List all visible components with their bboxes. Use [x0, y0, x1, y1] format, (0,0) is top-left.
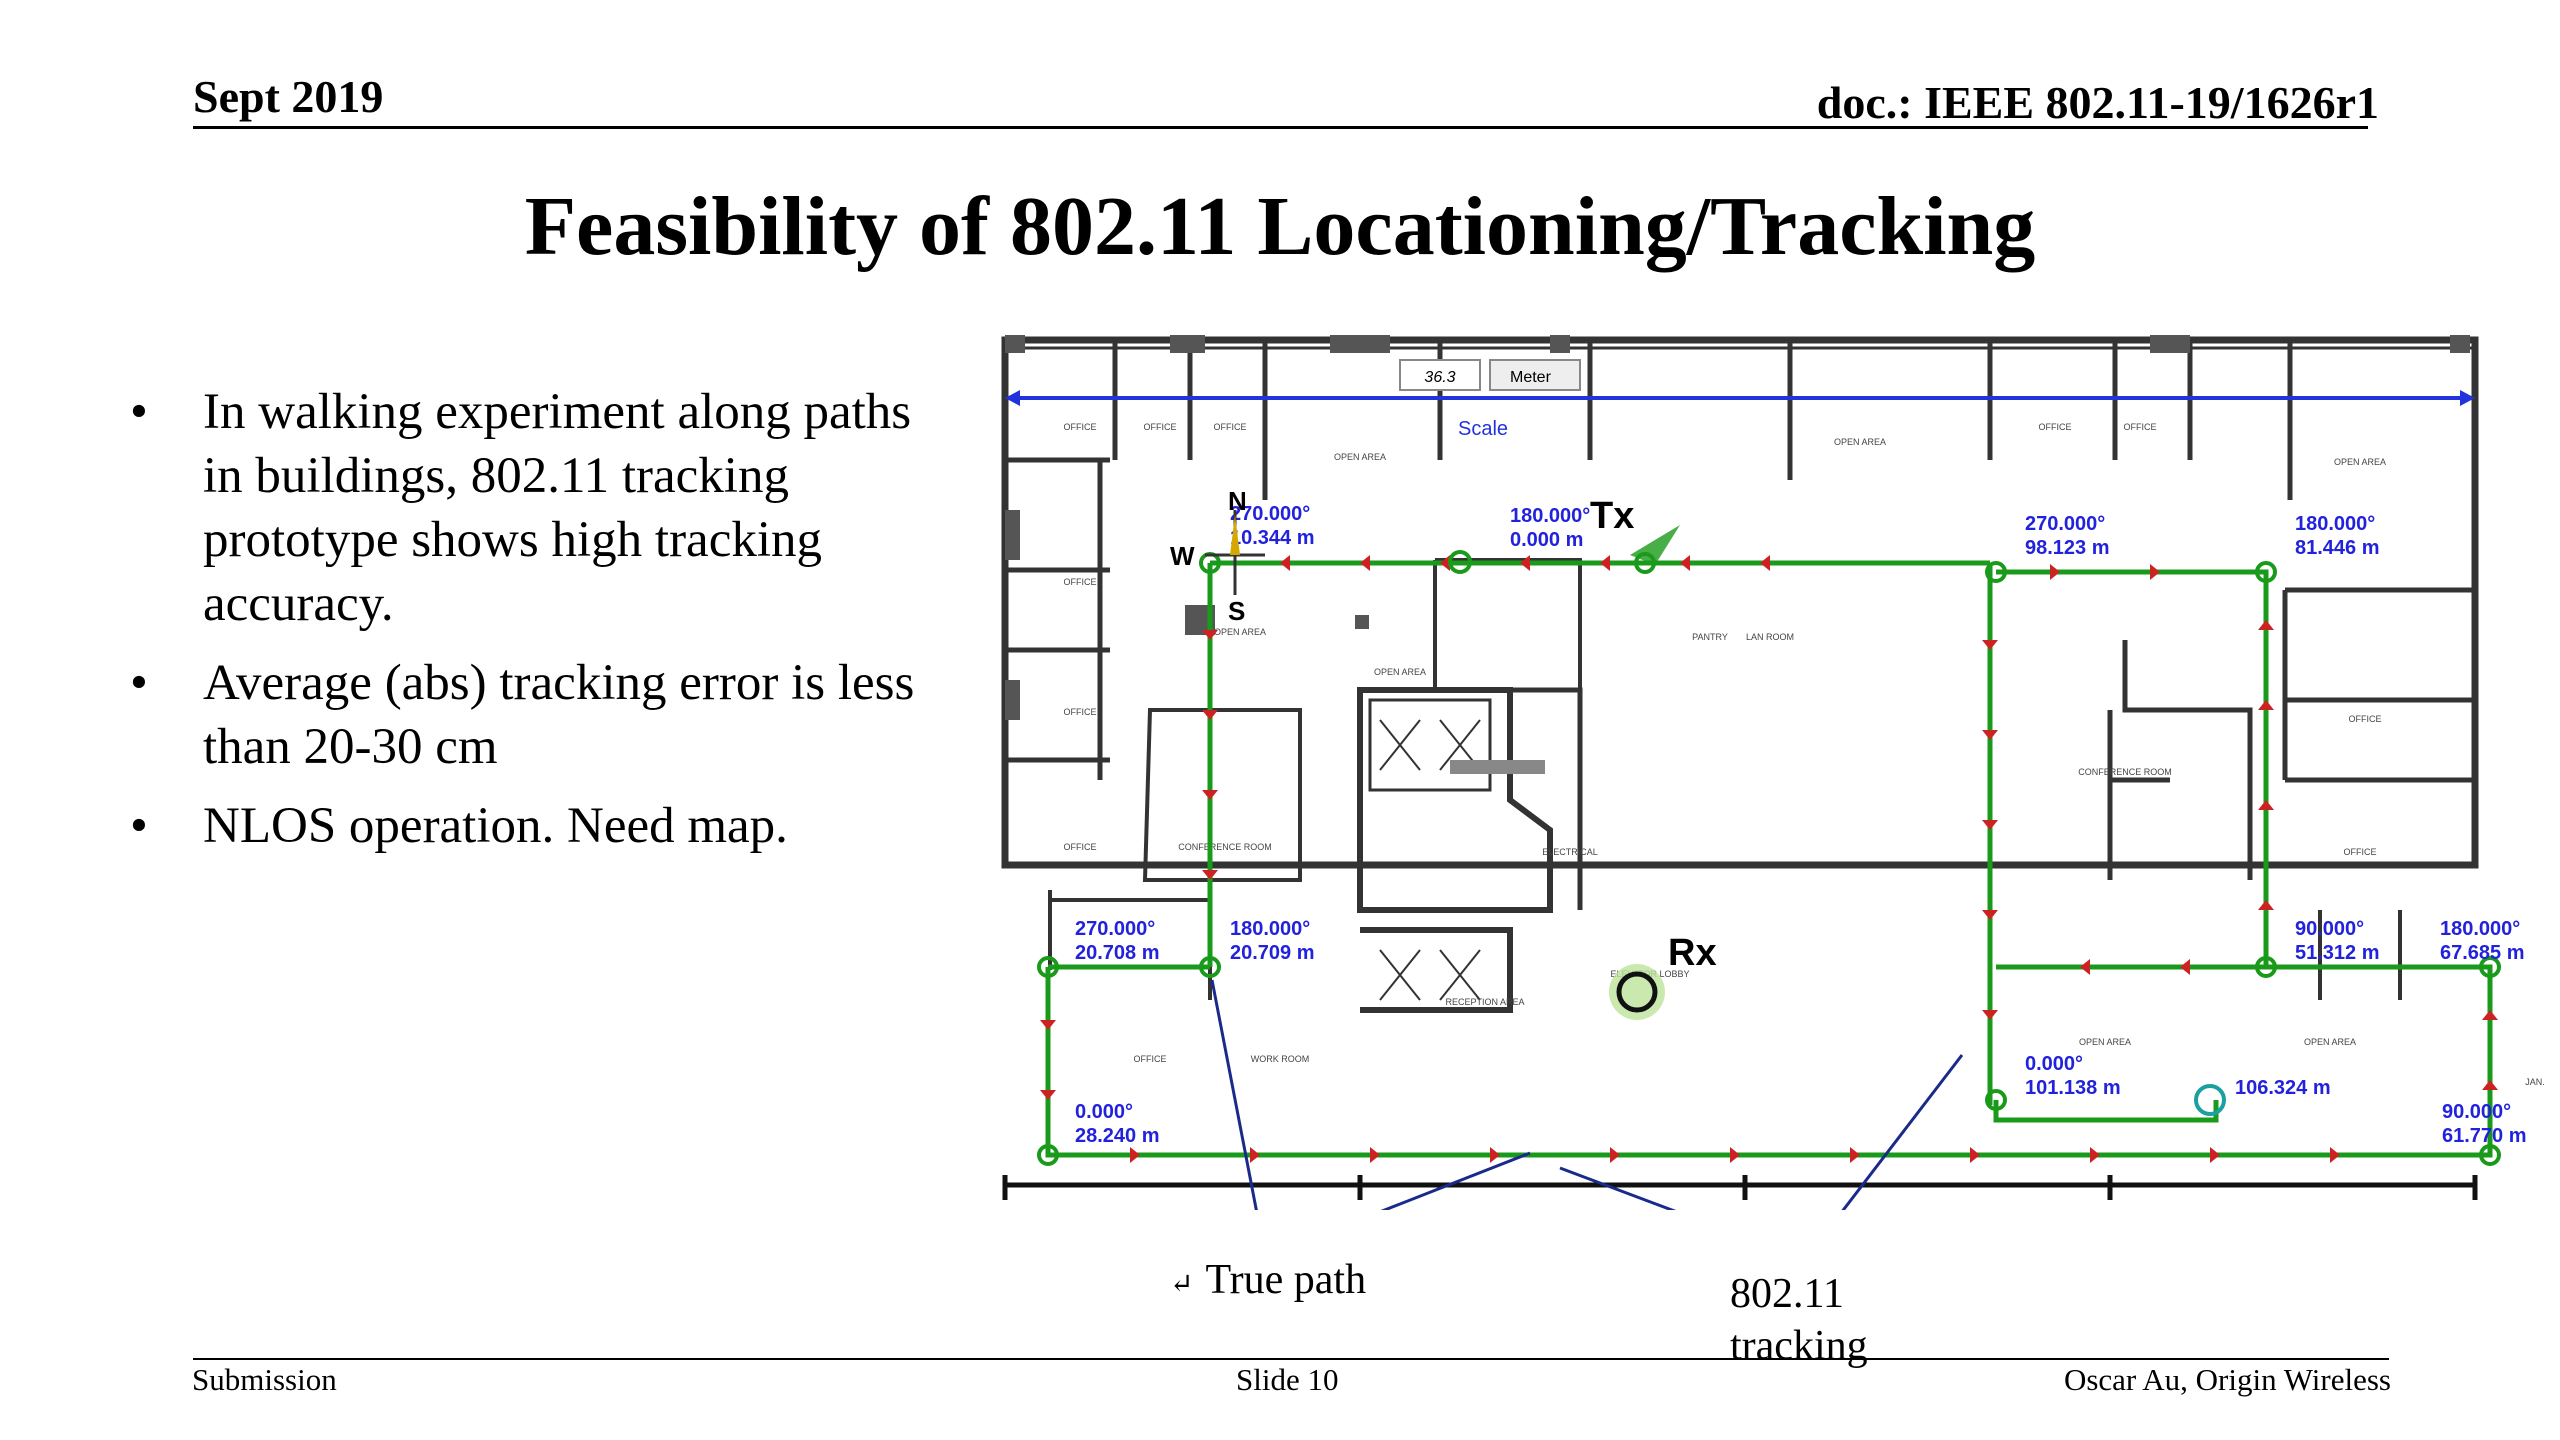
- footer-submission: Submission: [192, 1362, 337, 1397]
- svg-text:OFFICE: OFFICE: [1064, 707, 1097, 717]
- svg-text:OFFICE: OFFICE: [2039, 422, 2072, 432]
- tx-marker: Tx: [1590, 495, 1680, 574]
- bullet-item: • NLOS operation. Need map.: [130, 794, 960, 858]
- bullet-text: NLOS operation. Need map.: [203, 798, 788, 854]
- svg-text:90.000°: 90.000°: [2442, 1101, 2511, 1123]
- svg-text:28.240 m: 28.240 m: [1075, 1125, 1160, 1147]
- waypoint-labels: 270.000°10.344 m 180.000°0.000 m 270.000…: [1075, 503, 2527, 1147]
- footer-rule: [193, 1358, 2389, 1360]
- svg-text:270.000°: 270.000°: [2025, 513, 2105, 535]
- compass-n: N: [1228, 486, 1247, 516]
- svg-text:OPEN AREA: OPEN AREA: [2304, 1037, 2356, 1047]
- svg-text:61.770 m: 61.770 m: [2442, 1125, 2527, 1147]
- svg-text:67.685 m: 67.685 m: [2440, 942, 2525, 964]
- tracked-path-arrows: [1040, 555, 2498, 1163]
- svg-text:98.123 m: 98.123 m: [2025, 537, 2110, 559]
- svg-text:OFFICE: OFFICE: [1064, 422, 1097, 432]
- svg-text:OFFICE: OFFICE: [2349, 714, 2382, 724]
- svg-text:OFFICE: OFFICE: [1134, 1054, 1167, 1064]
- svg-text:81.446 m: 81.446 m: [2295, 537, 2380, 559]
- svg-text:51.312 m: 51.312 m: [2295, 942, 2380, 964]
- svg-text:CONFERENCE ROOM: CONFERENCE ROOM: [2078, 767, 2172, 777]
- rx-label: Rx: [1668, 932, 1717, 974]
- svg-text:OPEN AREA: OPEN AREA: [2334, 457, 2386, 467]
- waypoint-markers: [1037, 550, 2501, 1166]
- true-path-text: True path: [1205, 1257, 1367, 1303]
- tracking-label: 802.11 tracking: [1730, 1271, 1868, 1369]
- svg-text:180.000°: 180.000°: [2295, 513, 2375, 535]
- annotation-pointers: [1210, 979, 1964, 1210]
- compass-s: S: [1228, 596, 1245, 626]
- svg-text:OPEN AREA: OPEN AREA: [1834, 437, 1886, 447]
- header-doc-id: doc.: IEEE 802.11-19/1626r1: [1816, 77, 2379, 128]
- true-path-label: ↵ True path: [1170, 1256, 1366, 1304]
- footer-slide-number: Slide 10: [1236, 1362, 1339, 1397]
- header-rule: [193, 126, 2368, 129]
- svg-text:PANTRY: PANTRY: [1692, 632, 1728, 642]
- svg-text:180.000°: 180.000°: [2440, 918, 2520, 940]
- svg-text:OFFICE: OFFICE: [1144, 422, 1177, 432]
- bullet-dot: •: [130, 655, 148, 711]
- true-path-mark: ↵: [1170, 1269, 1194, 1300]
- svg-text:0.000°: 0.000°: [2025, 1053, 2083, 1075]
- floor-plan-map: 36.3 Meter Scale OFFICE OFFICE OFFICE OP…: [1001, 335, 2545, 1210]
- floor-plan-walls: [1001, 336, 2479, 1013]
- svg-text:CONFERENCE ROOM: CONFERENCE ROOM: [1178, 842, 1272, 852]
- bullet-dot: •: [130, 384, 148, 440]
- svg-text:270.000°: 270.000°: [1075, 918, 1155, 940]
- bullet-item: • In walking experiment along paths in bu…: [130, 380, 960, 636]
- scale-unit-select: Meter: [1510, 369, 1552, 386]
- svg-text:OPEN AREA: OPEN AREA: [1214, 627, 1266, 637]
- bullet-text: In walking experiment along paths in bui…: [203, 384, 912, 632]
- svg-text:0.000°: 0.000°: [1075, 1101, 1133, 1123]
- svg-text:106.324 m: 106.324 m: [2235, 1077, 2331, 1099]
- header-date: Sept 2019: [193, 71, 384, 122]
- svg-text:180.000°: 180.000°: [1230, 918, 1310, 940]
- svg-text:OFFICE: OFFICE: [2344, 847, 2377, 857]
- svg-text:10.344 m: 10.344 m: [1230, 527, 1315, 549]
- scale-bar: 36.3 Meter Scale: [1005, 359, 2475, 440]
- svg-text:OFFICE: OFFICE: [1214, 422, 1247, 432]
- svg-text:WORK ROOM: WORK ROOM: [1251, 1054, 1310, 1064]
- svg-text:OFFICE: OFFICE: [2124, 422, 2157, 432]
- room-labels: OFFICE OFFICE OFFICE OPEN AREA OPEN AREA…: [1064, 422, 2545, 1087]
- svg-text:OFFICE: OFFICE: [1064, 577, 1097, 587]
- svg-text:20.708 m: 20.708 m: [1075, 942, 1160, 964]
- svg-text:JAN.: JAN.: [2525, 1077, 2545, 1087]
- svg-text:0.000 m: 0.000 m: [1510, 529, 1583, 551]
- svg-text:90.000°: 90.000°: [2295, 918, 2364, 940]
- svg-text:180.000°: 180.000°: [1510, 505, 1590, 527]
- svg-text:20.709 m: 20.709 m: [1230, 942, 1315, 964]
- rx-marker: Rx: [1609, 932, 1717, 1020]
- scale-value: 36.3: [1424, 369, 1455, 386]
- svg-text:RECEPTION AREA: RECEPTION AREA: [1445, 997, 1524, 1007]
- svg-text:101.138 m: 101.138 m: [2025, 1077, 2121, 1099]
- compass-rose: N S W: [1170, 486, 1265, 626]
- svg-text:LAN ROOM: LAN ROOM: [1746, 632, 1794, 642]
- footer-author: Oscar Au, Origin Wireless: [2063, 1362, 2391, 1397]
- svg-text:OPEN AREA: OPEN AREA: [1374, 667, 1426, 677]
- bullet-list: • In walking experiment along paths in bu…: [130, 380, 960, 873]
- bullet-dot: •: [130, 798, 148, 854]
- svg-text:OPEN AREA: OPEN AREA: [1334, 452, 1386, 462]
- bullet-item: • Average (abs) tracking error is less th…: [130, 651, 960, 779]
- svg-text:OFFICE: OFFICE: [1064, 842, 1097, 852]
- axis-ticks: [1002, 1175, 2478, 1200]
- svg-text:OPEN AREA: OPEN AREA: [2079, 1037, 2131, 1047]
- floor-plan-dark-blocks: [1005, 335, 2470, 774]
- scale-label: Scale: [1458, 418, 1508, 440]
- bullet-text: Average (abs) tracking error is less tha…: [203, 655, 915, 775]
- tx-label: Tx: [1590, 495, 1634, 537]
- slide-title: Feasibility of 802.11 Locationing/Tracki…: [524, 180, 2036, 273]
- svg-text:270.000°: 270.000°: [1230, 503, 1310, 525]
- compass-w: W: [1170, 541, 1195, 571]
- svg-text:ELECTRICAL: ELECTRICAL: [1542, 847, 1598, 857]
- true-path: [1045, 560, 2493, 1158]
